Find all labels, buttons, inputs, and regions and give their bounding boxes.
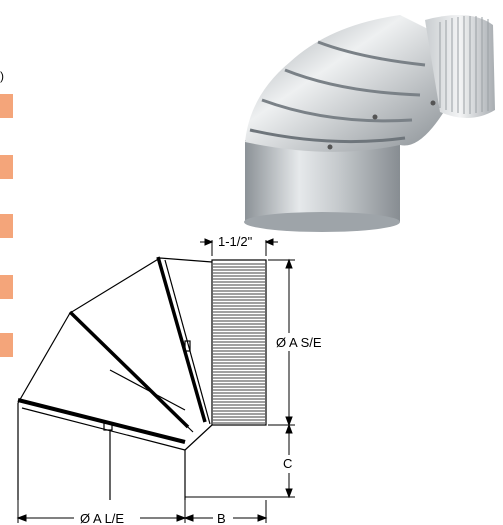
label-diameter-se: Ø A S/E (276, 335, 322, 350)
label-dimension-c: C (283, 456, 292, 471)
label-diameter-le: Ø A L/E (80, 511, 124, 525)
side-tab-3[interactable] (0, 214, 13, 238)
side-tab-5[interactable] (0, 333, 13, 357)
photo-bottom-collar (244, 140, 400, 232)
diagram-crimped-end (211, 259, 267, 426)
elbow-outline (17, 256, 213, 500)
label-collar-width: 1-1/2" (218, 234, 253, 249)
side-tab-4[interactable] (0, 275, 13, 299)
photo-crimped-end (425, 15, 495, 119)
label-dimension-b: B (217, 511, 226, 525)
side-tab-1[interactable] (0, 94, 13, 118)
edge-glyph: ) (0, 69, 4, 83)
photo-elbow-segments (245, 15, 445, 152)
side-tab-2[interactable] (0, 155, 13, 179)
